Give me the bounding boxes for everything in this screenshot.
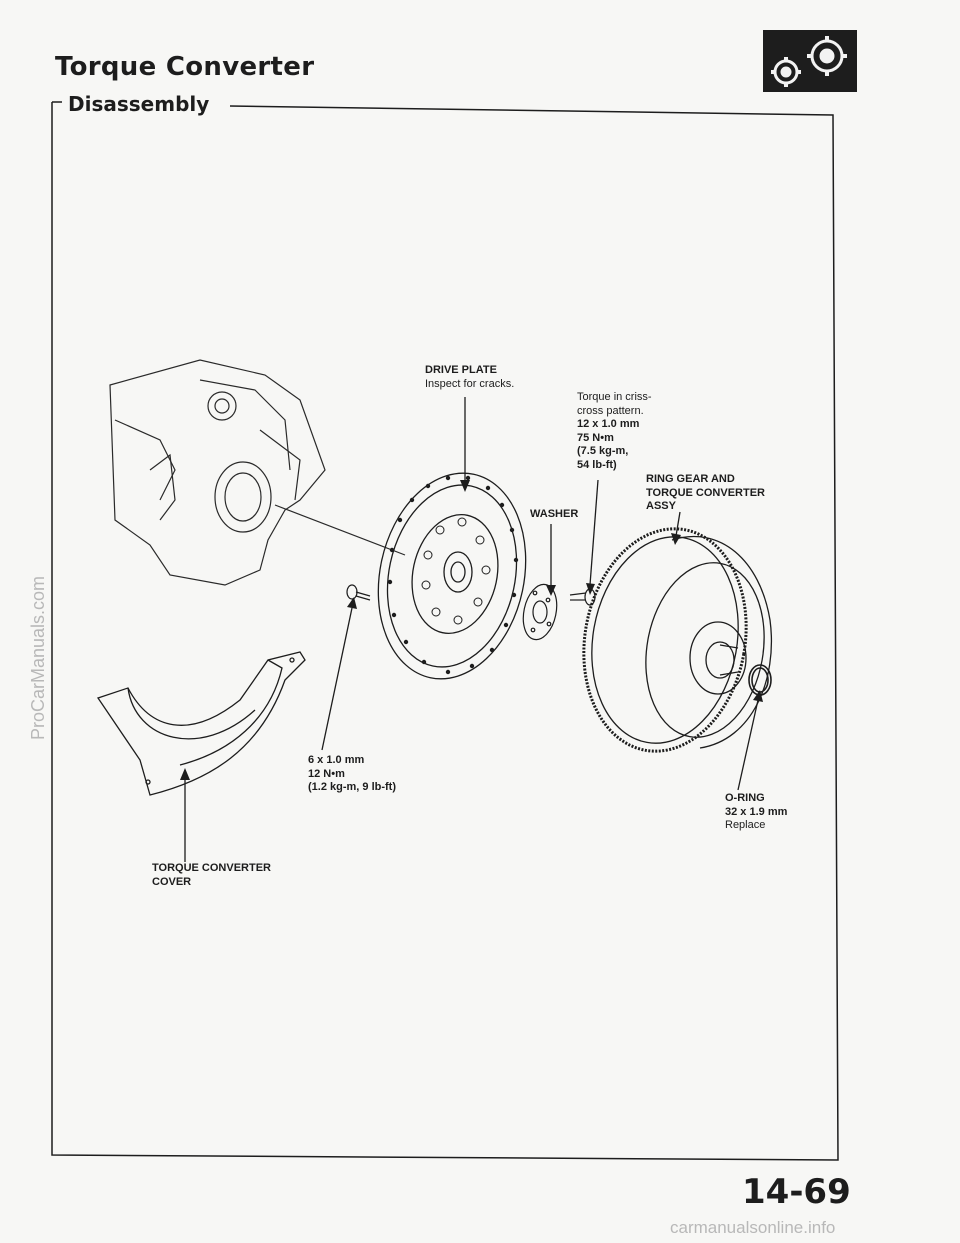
- washer-label: WASHER: [530, 508, 579, 520]
- page-title: Torque Converter: [55, 52, 315, 82]
- bolt-small-line-2: 12 N•m: [308, 767, 345, 780]
- watermark-left: ProCarManuals.com: [28, 575, 48, 740]
- drive-plate-note: Inspect for cracks.: [425, 377, 515, 390]
- o-ring-line-1: O-RING: [725, 792, 765, 804]
- ring-gear-label: RING GEAR AND TORQUE CONVERTER ASSY: [646, 473, 765, 514]
- drive-plate-label: DRIVE PLATE Inspect for cracks.: [425, 364, 514, 391]
- cover-line-2: COVER: [152, 875, 192, 888]
- cover-label: TORQUE CONVERTER COVER: [152, 862, 271, 889]
- watermark-bottom: carmanualsonline.info: [670, 1218, 836, 1237]
- ring-gear-line-2: TORQUE CONVERTER: [646, 486, 765, 499]
- torque-line-4: 75 N•m: [577, 431, 614, 444]
- cover-line-1: TORQUE CONVERTER: [152, 862, 271, 874]
- ring-gear-line-1: RING GEAR AND: [646, 473, 735, 485]
- washer-illustration: [522, 583, 558, 641]
- torque-line-1: Torque in criss-: [577, 391, 652, 403]
- section-title: Disassembly: [66, 92, 212, 116]
- gears-icon-bg: [763, 30, 857, 92]
- section-frame: [51, 102, 839, 1161]
- page-number: 14-69: [742, 1172, 851, 1212]
- small-bolt-illustration: [346, 584, 371, 601]
- engine-block-illustration: [109, 359, 406, 586]
- o-ring-line-2: 32 x 1.9 mm: [725, 805, 788, 818]
- ring-gear-line-3: ASSY: [646, 500, 676, 512]
- torque-line-2: cross pattern.: [577, 404, 644, 417]
- cover-illustration: [96, 651, 306, 796]
- o-ring-label: O-RING 32 x 1.9 mm Replace: [725, 792, 787, 833]
- o-ring-line-3: Replace: [725, 819, 766, 831]
- torque-line-3: 12 x 1.0 mm: [577, 418, 640, 430]
- bolt-small-label: 6 x 1.0 mm 12 N•m (1.2 kg-m, 9 lb-ft): [308, 754, 396, 795]
- torque-pattern-label: Torque in criss- cross pattern. 12 x 1.0…: [577, 391, 652, 472]
- torque-line-5: (7.5 kg-m,: [577, 445, 629, 457]
- torque-converter-illustration: [582, 527, 773, 753]
- bolt-small-line-3: (1.2 kg-m, 9 lb-ft): [308, 781, 397, 793]
- gears-badge: [763, 30, 857, 92]
- bolt-small-line-1: 6 x 1.0 mm: [308, 754, 365, 766]
- torque-line-6: 54 lb-ft): [577, 458, 617, 471]
- drive-plate-illustration: [377, 472, 527, 680]
- drive-plate-title: DRIVE PLATE: [425, 364, 497, 376]
